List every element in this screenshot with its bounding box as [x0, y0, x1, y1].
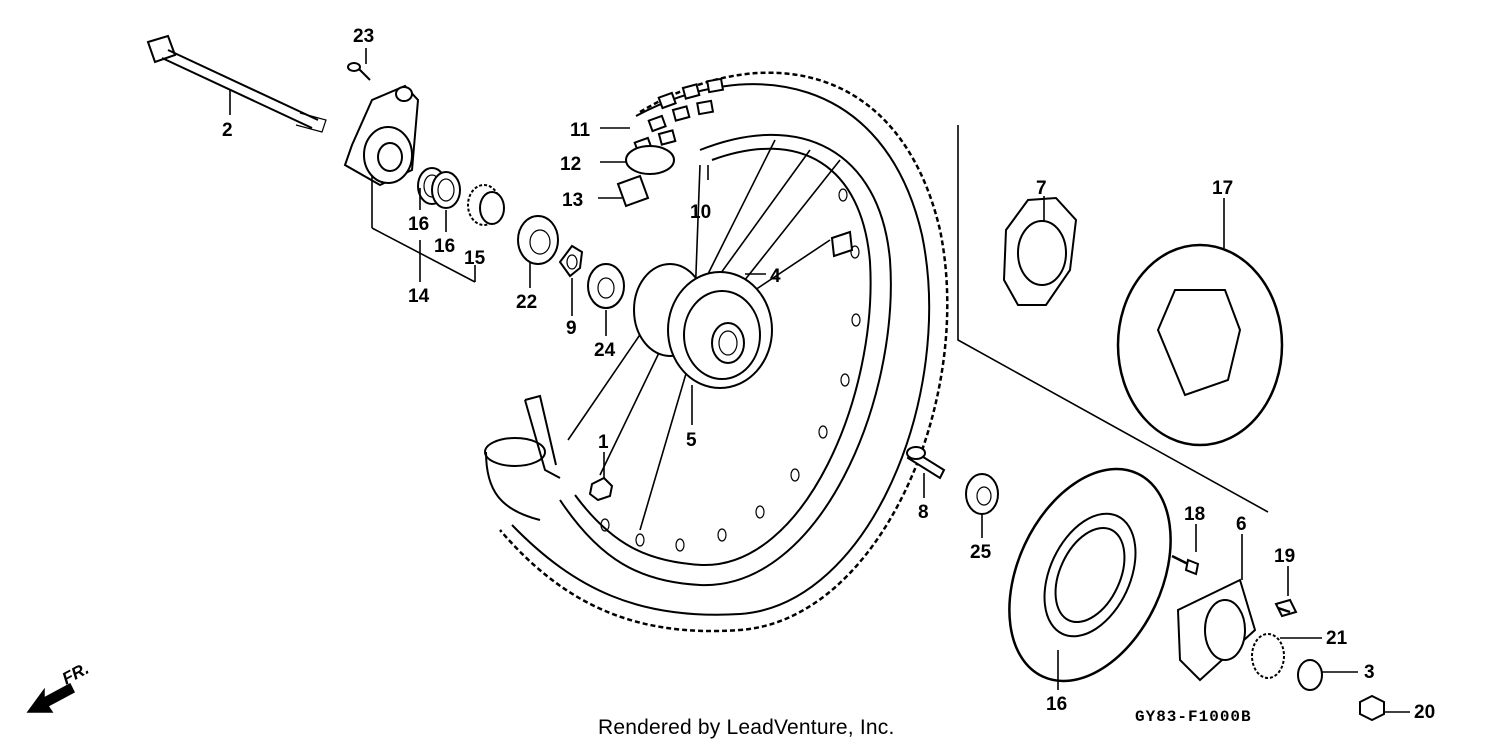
callout-22: 21	[1326, 628, 1348, 649]
callout-25b: 25	[970, 542, 992, 563]
rim-spoke-holes	[600, 188, 861, 552]
bearings-left	[517, 215, 625, 309]
callout-4: 4	[770, 266, 781, 287]
callout-18: 17	[1212, 178, 1233, 199]
callout-21: 20	[1414, 702, 1435, 723]
callout-12: 12	[560, 154, 581, 175]
callout-10: 10	[690, 202, 711, 223]
washers-and-gear	[417, 167, 505, 226]
callout-19: 18	[1184, 504, 1205, 525]
callout-25a: 24	[594, 340, 616, 361]
right-side-parts	[906, 125, 1385, 722]
callout-5: 5	[686, 430, 697, 451]
callout-3: 3	[1364, 662, 1375, 683]
callout-23: 22	[516, 292, 537, 313]
footer-credit: Rendered by LeadVenture, Inc.	[598, 716, 895, 739]
callout-24: 23	[353, 26, 374, 47]
callout-13: 13	[562, 190, 583, 211]
callout-7: 7	[1036, 178, 1047, 199]
callout-2: 2	[222, 120, 233, 141]
callout-16b: 16	[434, 236, 455, 257]
callout-16a: 16	[408, 214, 429, 235]
front-arrow-icon	[26, 682, 75, 713]
spokes	[567, 139, 841, 531]
speedometer-gearbox	[343, 62, 420, 187]
callout-14: 14	[408, 286, 430, 307]
axle	[146, 34, 327, 133]
leader-lines	[229, 48, 1410, 713]
hub	[633, 263, 773, 389]
drawing-code: GY83-F1000B	[1135, 708, 1252, 726]
callout-1: 1	[598, 432, 609, 453]
callout-20: 19	[1274, 546, 1295, 567]
tire-tread-knobs	[633, 77, 725, 155]
callout-11: 11	[570, 120, 591, 141]
callout-6: 6	[1236, 514, 1247, 535]
callout-15: 15	[464, 248, 486, 269]
callout-labels: 2 23 11 12 13 10 16 16 15 14 22 9 24 4 5…	[222, 26, 1435, 723]
callout-9: 9	[566, 318, 577, 339]
callout-8: 8	[918, 502, 929, 523]
callout-17: 16	[1046, 694, 1067, 715]
